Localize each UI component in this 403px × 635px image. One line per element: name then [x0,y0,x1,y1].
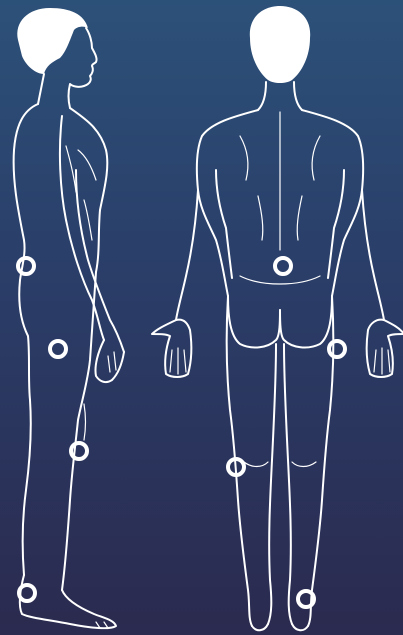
body-side-view-icon [14,8,124,628]
marker-side-buttock[interactable] [50,341,66,357]
body-back-view-icon [152,6,403,630]
marker-side-knee[interactable] [71,443,87,459]
marker-side-hip[interactable] [18,258,34,274]
marker-back-lower-back[interactable] [275,258,291,274]
marker-side-heel[interactable] [19,585,35,601]
marker-layer [18,258,345,607]
marker-back-hand[interactable] [329,341,345,357]
